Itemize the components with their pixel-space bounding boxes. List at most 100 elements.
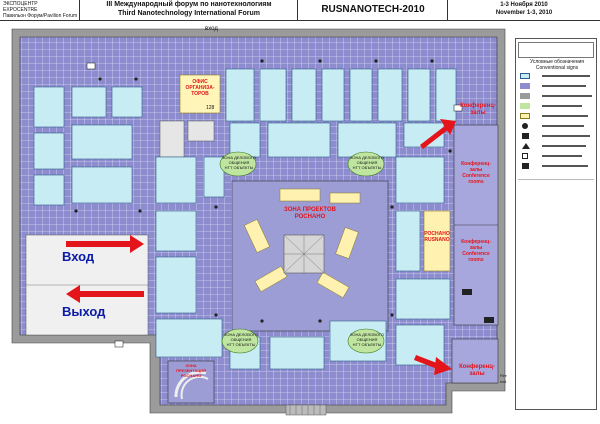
legend-swatch-table <box>520 113 530 119</box>
fire-exit-label: Fire exit <box>500 373 507 384</box>
stand-low-4 <box>155 318 223 358</box>
outline-square-icon <box>522 153 528 159</box>
stand-mid-3 <box>337 122 397 158</box>
stand-low-3 <box>155 256 197 314</box>
legend-row-3 <box>520 93 594 99</box>
bottom-stairs <box>285 404 327 416</box>
business-lounge-3-ru: ЗОНА ДЕЛОВОГО ОБЩЕНИЯ <box>224 332 258 342</box>
business-lounge-4-en: НТТ ОБЪЕКТЫ <box>352 342 382 347</box>
stand-mid-1 <box>229 122 261 158</box>
legend-row-1 <box>520 73 594 79</box>
legend: Условные обозначения Conventional signs <box>515 38 597 410</box>
legend-row-6 <box>520 123 594 129</box>
stand-top-5 <box>349 68 373 122</box>
exit-marker-3 <box>453 104 463 112</box>
organizers-office <box>179 74 221 114</box>
legend-row-2 <box>520 83 594 89</box>
business-lounge-3-label: ЗОНА ДЕЛОВОГО ОБЩЕНИЯ НТТ ОБЪЕКТЫ <box>224 332 258 347</box>
entrance-label: Вход <box>62 249 95 264</box>
stand-left-5 <box>111 86 143 118</box>
legend-title-ru: Условные обозначения <box>529 59 585 65</box>
stand-left-6 <box>71 124 133 160</box>
org-line2: EXPOCENTRE <box>3 7 38 13</box>
exit-arrow <box>66 285 144 303</box>
stand-top-7 <box>407 68 431 122</box>
office-number: 128 <box>206 105 215 111</box>
organizer-cell: ЭКСПОЦЕНТР EXPOCENTRE Павильон Форум/Pav… <box>0 0 80 20</box>
central-pavilion <box>283 234 325 274</box>
business-lounge-2 <box>347 151 385 177</box>
stand-top-2 <box>259 68 287 122</box>
business-lounge-1 <box>219 151 257 177</box>
entrance-arrow <box>66 235 144 253</box>
stand-low-2 <box>155 210 197 252</box>
business-lounge-2-ru: ЗОНА ДЕЛОВОГО ОБЩЕНИЯ <box>350 155 384 165</box>
conference-rooms-1-en: Conference rooms <box>462 173 490 185</box>
org-line1: ЭКСПОЦЕНТР <box>3 1 38 7</box>
legend-blank-area <box>518 179 594 406</box>
office-label: ОФИС ОРГАНИЗА-ТОРОВ <box>185 79 215 97</box>
top-entrance-label: вход <box>205 26 218 32</box>
dates-en: November 1-3, 2010 <box>495 10 553 16</box>
business-lounge-2-en: НТТ ОБЪЕКТЫ <box>352 165 382 170</box>
legend-swatch-floor <box>520 83 530 89</box>
stand-left-4 <box>71 86 107 118</box>
stand-mid-2 <box>267 122 331 158</box>
legend-row-7 <box>520 133 594 139</box>
pavilion-name: Павильон Форум/Pavilion Forum <box>3 13 78 19</box>
legend-row-8 <box>520 143 594 149</box>
conference-arrow-bottom <box>414 355 452 375</box>
forum-title-en: Third Nanotechnology International Forum <box>118 10 260 17</box>
legend-title-en: Conventional signs <box>535 65 579 71</box>
stand-left-1 <box>33 86 65 128</box>
conference-rooms-2-en: Conference rooms <box>462 251 490 263</box>
legend-swatch-wall <box>520 93 530 99</box>
legend-row-10 <box>520 163 594 169</box>
stand-left-3 <box>33 174 65 206</box>
event-name: RUSNANOTECH-2010 <box>321 4 425 15</box>
conference-rooms-1-ru: Конференц-залы <box>461 161 491 173</box>
legend-swatch-lounge <box>520 103 530 109</box>
stand-low-1 <box>155 156 197 204</box>
truck-icon-2 <box>484 317 494 323</box>
rusnano-stand-label: РОСНАНО RUSNANO <box>424 231 450 243</box>
stand-top-3 <box>291 68 317 122</box>
business-lounge-1-en: НТТ ОБЪЕКТЫ <box>224 165 254 170</box>
conference-arrow-top <box>420 119 456 149</box>
stand-right-1 <box>395 156 445 204</box>
stand-top-4 <box>321 68 345 122</box>
exit-marker-1 <box>86 62 96 70</box>
conference-halls-top-label: Конференц-залы <box>460 103 496 116</box>
stand-left-2 <box>33 132 65 170</box>
business-lounge-4 <box>347 328 385 354</box>
conference-halls-bottom <box>451 338 499 384</box>
truck-legend-icon <box>522 163 529 169</box>
service-block <box>159 120 185 158</box>
legend-row-5 <box>520 113 594 119</box>
truck-icon <box>462 289 472 295</box>
conference-halls-bottom-label: Конференц-залы <box>459 364 495 377</box>
business-lounge-3 <box>221 328 259 354</box>
floor-plan-drawing <box>11 28 506 416</box>
exit-marker-2 <box>114 340 124 348</box>
business-lounge-3-en: НТТ ОБЪЕКТЫ <box>226 342 256 347</box>
conference-rooms-2-ru: Конференц-залы <box>461 239 491 251</box>
triangle-icon <box>522 143 530 149</box>
business-lounge-2-label: ЗОНА ДЕЛОВОГО ОБЩЕНИЯ НТТ ОБЪЕКТЫ <box>350 155 384 170</box>
business-lounge-1-label: ЗОНА ДЕЛОВОГО ОБЩЕНИЯ НТТ ОБЪЕКТЫ <box>222 155 256 170</box>
business-lounge-1-ru: ЗОНА ДЕЛОВОГО ОБЩЕНИЯ <box>222 155 256 165</box>
dates-ru: 1-3 Ноября 2010 <box>500 2 548 8</box>
legend-row-9 <box>520 153 594 159</box>
service-block-2 <box>187 120 215 142</box>
rusnano-stand <box>423 210 451 272</box>
square-icon <box>522 133 529 139</box>
event-name-cell: RUSNANOTECH-2010 <box>298 0 448 20</box>
stand-top-8 <box>435 68 457 122</box>
stand-right-2 <box>395 210 421 272</box>
stand-right-3 <box>395 278 451 320</box>
floor-plan: вход Вход Выход ОФИС ОРГАНИЗА-ТОРОВ 128 … <box>0 21 512 419</box>
business-lounge-4-ru: ЗОНА ДЕЛОВОГО ОБЩЕНИЯ <box>350 332 384 342</box>
stand-bottom-2 <box>269 336 325 370</box>
presentation-zone-label: ЗОНА ПРЕЗЕНТАЦИЙ РОСНАНО <box>175 363 207 378</box>
legend-swatch-stand <box>520 73 530 79</box>
